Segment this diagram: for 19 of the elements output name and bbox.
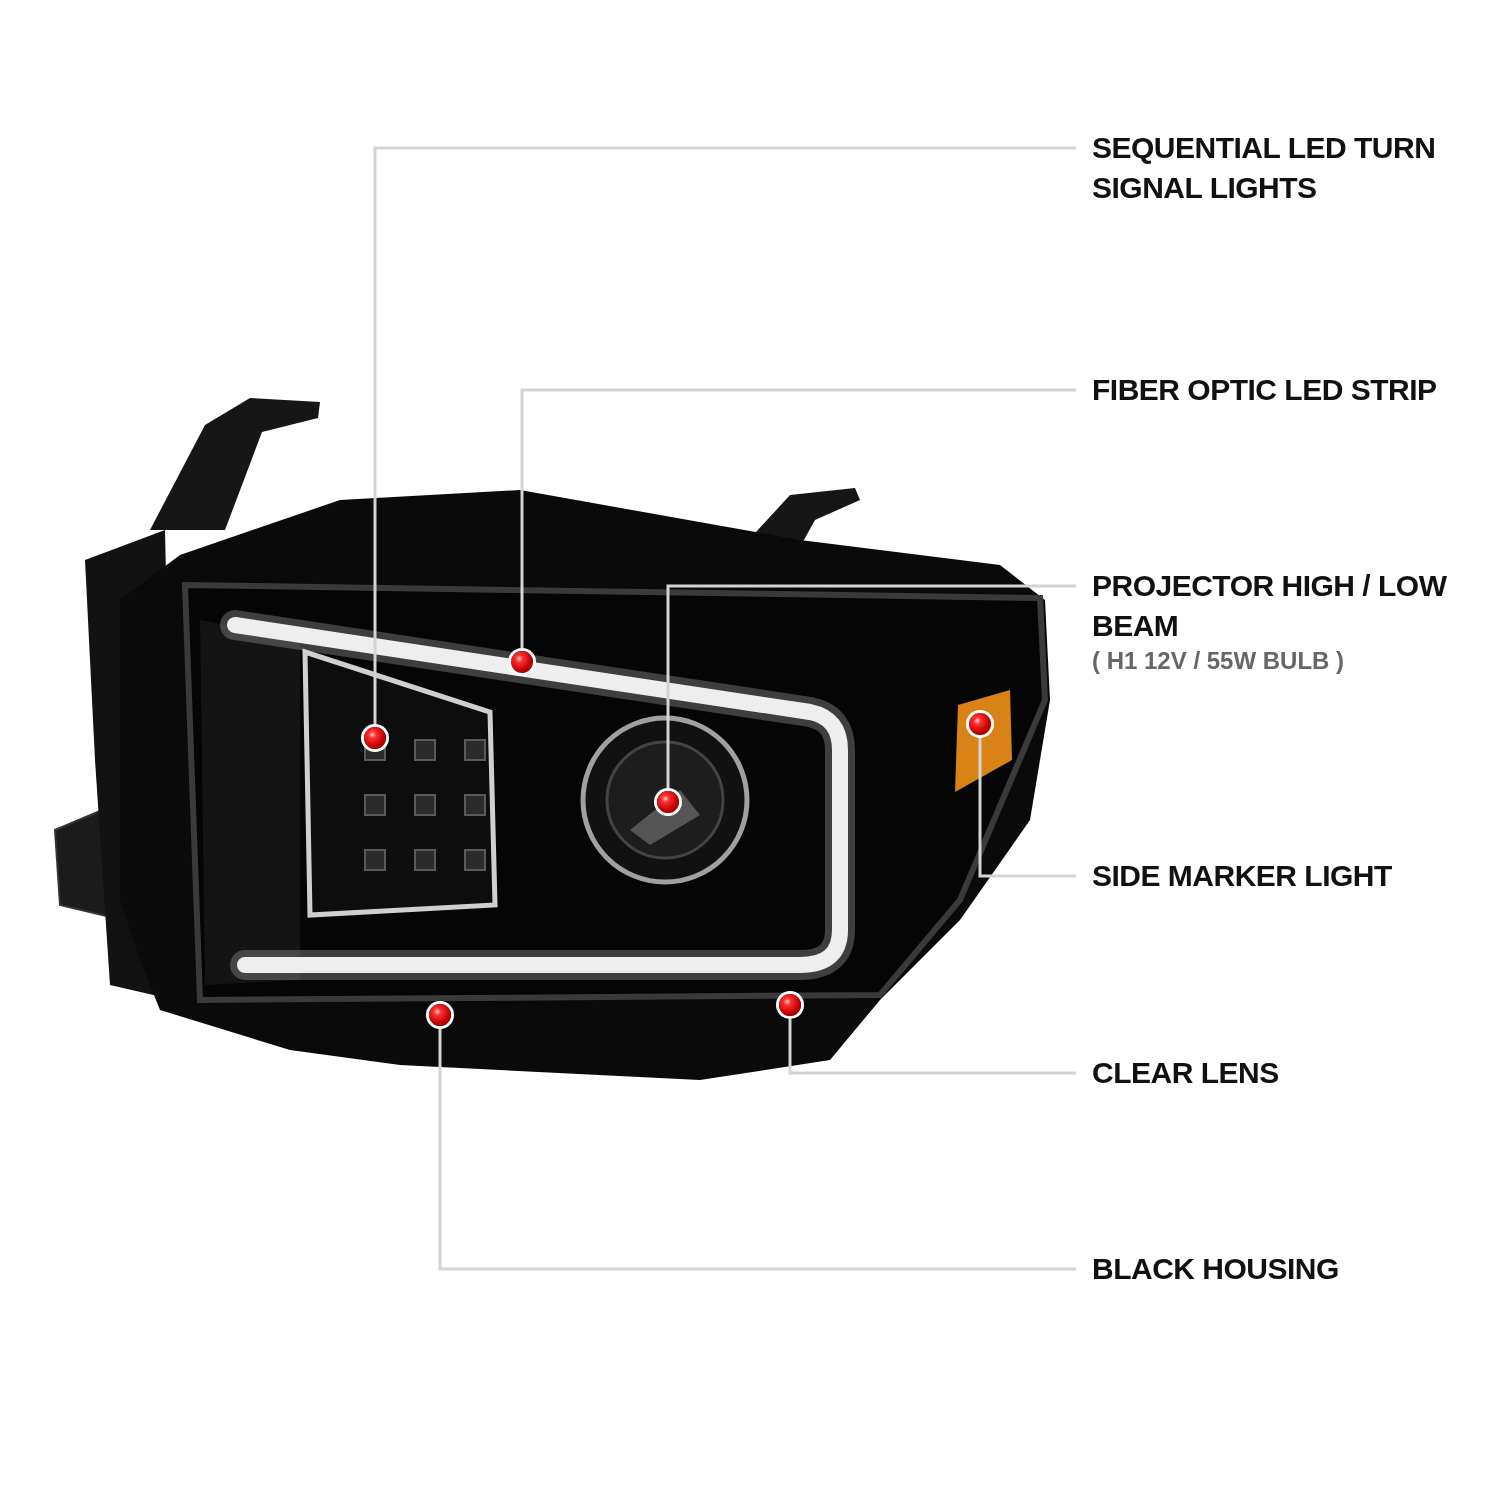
callout-label: SIDE MARKER LIGHT [1092, 858, 1393, 894]
leader-line [520, 388, 1076, 648]
callout-dot [429, 1004, 451, 1026]
callout-dot [511, 651, 533, 673]
callout-label: BLACK HOUSING [1092, 1251, 1340, 1287]
callout-dot [969, 713, 991, 735]
callout-dot [657, 791, 679, 813]
leader-line [666, 584, 1076, 788]
leader-line [438, 1029, 1076, 1271]
bulb-spec-note: ( H1 12V / 55W BULB ) [1092, 646, 1346, 676]
callout-label: PROJECTOR HIGH / LOW BEAM [1092, 568, 1448, 644]
leader-line [788, 1019, 1076, 1075]
callout-dot [364, 727, 386, 749]
callout-dot [779, 994, 801, 1016]
leader-line [373, 146, 1076, 724]
leader-line [978, 738, 1076, 878]
callout-label: SEQUENTIAL LED TURN SIGNAL LIGHTS [1092, 130, 1437, 206]
callout-label: CLEAR LENS [1092, 1055, 1280, 1091]
callout-label: FIBER OPTIC LED STRIP [1092, 372, 1438, 408]
